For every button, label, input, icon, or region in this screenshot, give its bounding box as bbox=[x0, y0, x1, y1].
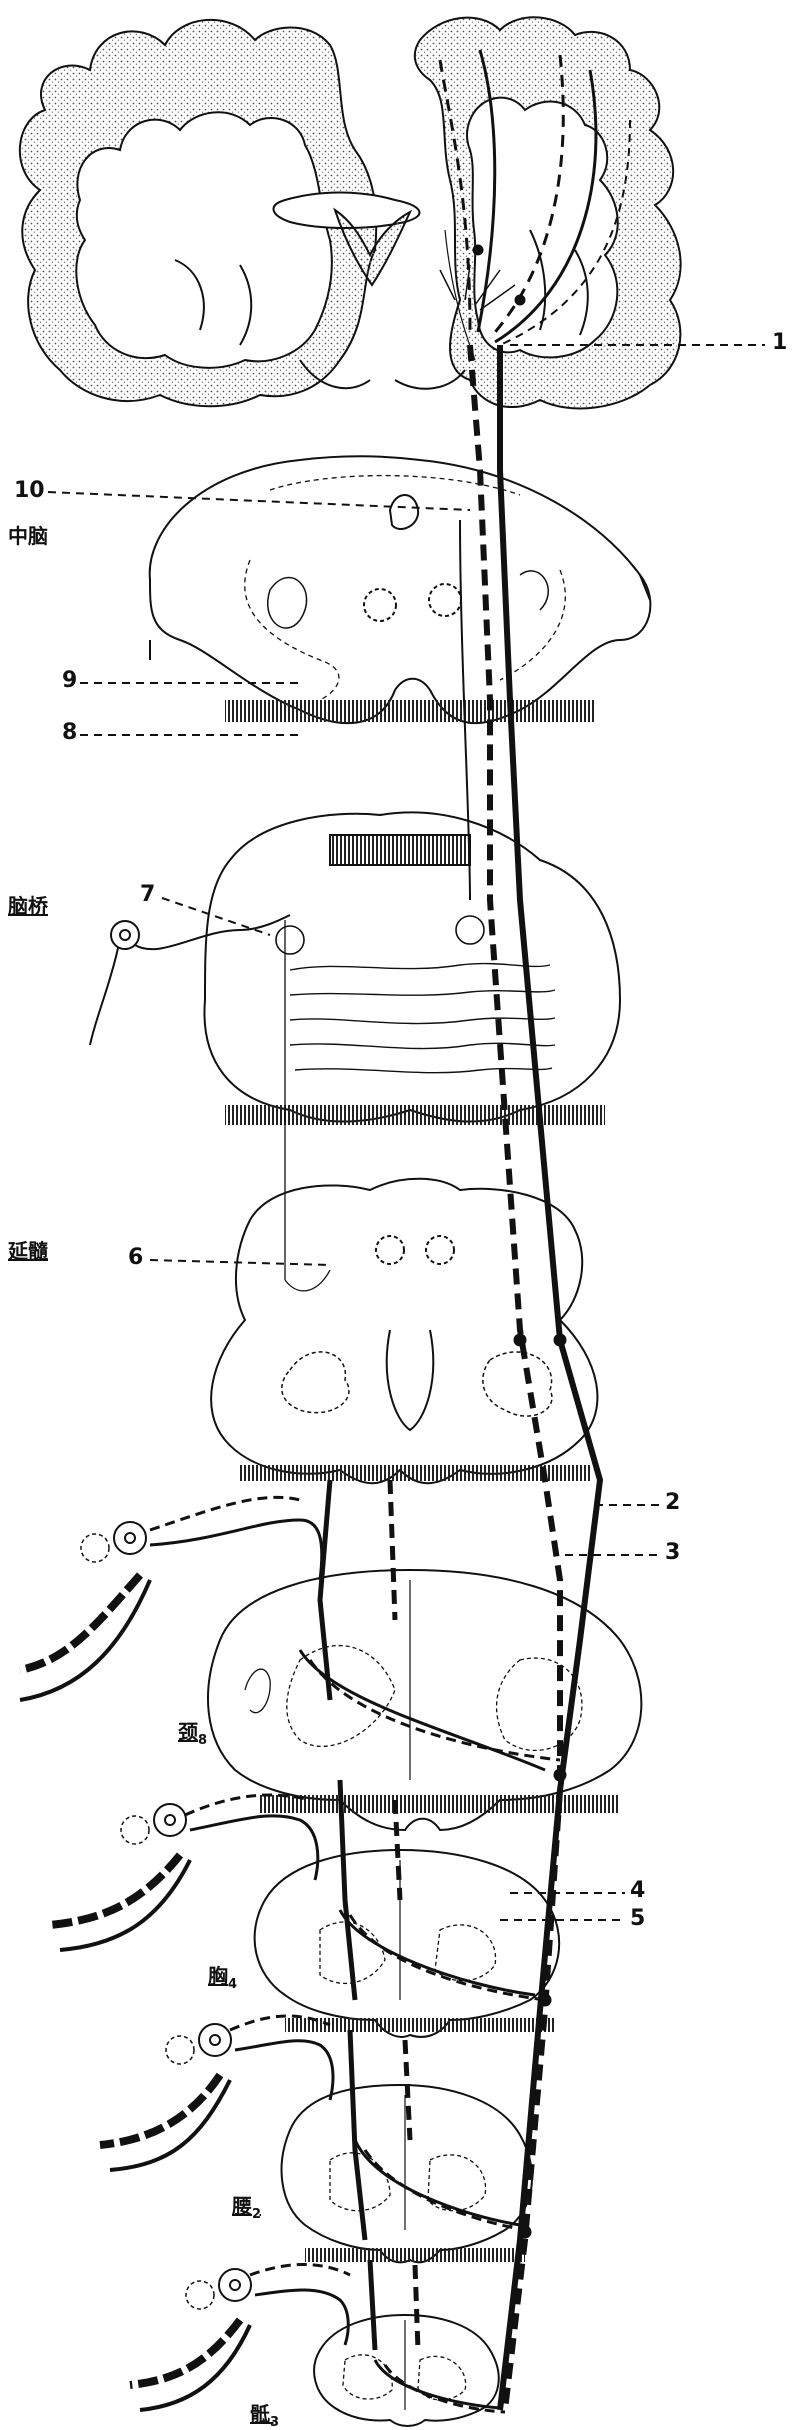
label-3: 3 bbox=[665, 1540, 681, 1565]
cranial-nerve-neuron bbox=[89, 914, 331, 1292]
cervical-gray-matter bbox=[286, 1644, 583, 1752]
label-8: 8 bbox=[62, 720, 78, 745]
cerebral-peduncle-hatch bbox=[225, 700, 595, 722]
pontine-fibers bbox=[289, 962, 556, 1074]
cervical-subscript: 8 bbox=[198, 1733, 208, 1748]
white-matter-left bbox=[75, 111, 333, 369]
label-thoracic-segment: 胸4 bbox=[208, 1964, 238, 1992]
pons-section bbox=[203, 811, 622, 1125]
spinal-cord-cervical bbox=[207, 1568, 643, 1832]
spinal-nerve-roots bbox=[19, 1495, 351, 2412]
medulla-section bbox=[210, 1177, 599, 1485]
label-2: 2 bbox=[665, 1490, 681, 1515]
basal-ganglia bbox=[174, 229, 589, 346]
label-sacral-segment: 骶3 bbox=[250, 2402, 280, 2430]
label-7: 7 bbox=[140, 882, 156, 907]
label-6: 6 bbox=[128, 1245, 144, 1270]
label-1: 1 bbox=[772, 330, 788, 355]
sacral-subscript: 3 bbox=[270, 2415, 280, 2430]
label-lumbar-segment: 腰2 bbox=[232, 2194, 262, 2222]
spinal-cord-lumbar bbox=[280, 2083, 533, 2264]
substantia-nigra bbox=[267, 576, 308, 629]
medulla-outline bbox=[210, 1177, 599, 1485]
olive-right bbox=[482, 1351, 553, 1417]
label-leader-lines bbox=[47, 344, 765, 1921]
lumbar-subscript: 2 bbox=[252, 2207, 262, 2222]
tract-solid-main bbox=[497, 345, 604, 2411]
label-4: 4 bbox=[630, 1878, 646, 1903]
base-of-brain bbox=[299, 359, 466, 390]
choroid-plexus bbox=[333, 207, 413, 287]
label-10: 10 bbox=[14, 478, 45, 503]
midbrain-section bbox=[148, 455, 652, 725]
tract-dashed-main bbox=[467, 344, 563, 2411]
cortical-fibers bbox=[438, 49, 631, 346]
spinal-cord-sacral bbox=[313, 2313, 500, 2427]
midbrain-side-face bbox=[149, 574, 651, 660]
pyramids bbox=[385, 1329, 435, 1432]
thoracic-outline bbox=[253, 1848, 561, 2038]
label-medulla: 延髓 bbox=[8, 1239, 48, 1263]
cerebrum-section bbox=[18, 16, 682, 410]
cervical-outline bbox=[207, 1568, 643, 1832]
label-cervical-segment: 颈8 bbox=[178, 1720, 208, 1748]
label-pons: 脑桥 bbox=[8, 894, 48, 918]
olive-left bbox=[281, 1351, 350, 1414]
descending-tracts bbox=[298, 344, 604, 2414]
label-5: 5 bbox=[630, 1906, 646, 1931]
thoracic-subscript: 4 bbox=[228, 1977, 238, 1992]
fourth-ventricle bbox=[329, 834, 471, 866]
spinal-cord-thoracic bbox=[253, 1848, 561, 2038]
label-midbrain: 中脑 bbox=[8, 524, 48, 548]
sacral-outline bbox=[313, 2313, 500, 2427]
label-9: 9 bbox=[62, 668, 78, 693]
